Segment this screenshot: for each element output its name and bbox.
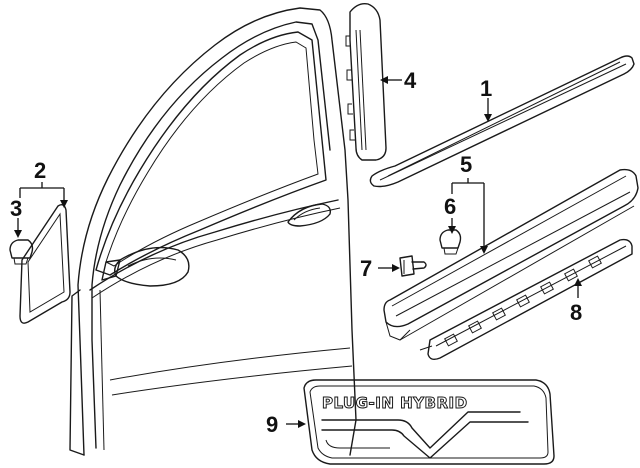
side-mirror (101, 246, 190, 287)
callout-3: 3 (10, 196, 22, 221)
leader-lines (14, 76, 582, 428)
callout-4: 4 (404, 68, 417, 93)
callout-7: 7 (360, 256, 372, 281)
screw-part-7 (399, 255, 427, 277)
pillar-molding-part-4 (345, 2, 387, 161)
callout-9: 9 (266, 412, 278, 437)
plug-in-hybrid-emblem-part-9: PLUG-IN HYBRID (303, 379, 555, 465)
front-door-shell (69, 7, 357, 456)
clip-part-3 (9, 239, 34, 265)
retainer-part-8 (419, 238, 633, 361)
belt-weatherstrip-part-1 (369, 55, 635, 188)
rocker-molding-part-5 (383, 168, 639, 341)
callout-1: 1 (480, 76, 492, 101)
callout-numbers: 1 2 3 4 5 6 7 8 9 (10, 68, 582, 437)
callout-6: 6 (444, 194, 456, 219)
callout-5: 5 (460, 152, 472, 177)
clip-part-6 (439, 229, 462, 255)
emblem-text: PLUG-IN HYBRID (322, 394, 468, 412)
applique-part-2 (19, 203, 71, 324)
callout-8: 8 (570, 300, 582, 325)
callout-2: 2 (34, 158, 46, 183)
